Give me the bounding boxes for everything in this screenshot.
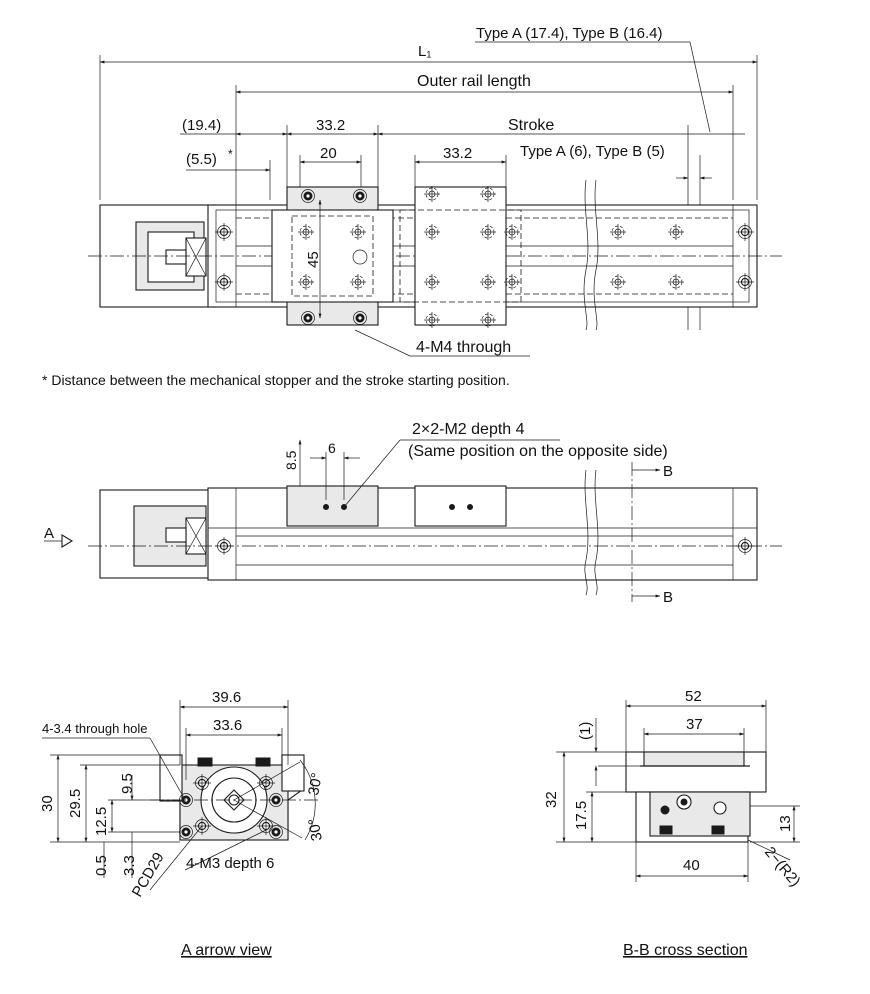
bb-section-view: 52 37 (1) 32 17.5 13 40 2−(R2) B-B cross… xyxy=(543,688,804,959)
d5-5-asterisk: * xyxy=(228,147,233,161)
d52-label: 52 xyxy=(685,688,702,705)
d17-5-label: 17.5 xyxy=(573,801,590,830)
top-view: L₁ Type A (17.4), Type B (16.4) Outer ra… xyxy=(42,25,782,388)
l1-label: L₁ xyxy=(418,43,431,60)
type-ab-top-label: Type A (17.4), Type B (16.4) xyxy=(476,25,663,42)
d5-5-label: (5.5) xyxy=(186,151,217,168)
m3-leader xyxy=(184,829,267,871)
r2-label: 2−(R2) xyxy=(761,844,804,890)
m4-leader xyxy=(354,329,411,357)
d12-5-label: 12.5 xyxy=(93,807,110,836)
angle-top-label: 30° xyxy=(305,771,326,796)
d19-4-label: (19.4) xyxy=(182,117,221,134)
d1-label: (1) xyxy=(577,722,594,740)
section-b-bottom-label: B xyxy=(663,589,673,606)
motor-shaft xyxy=(165,249,187,265)
a-view-left-foot xyxy=(159,754,183,802)
d13-label: 13 xyxy=(777,815,794,832)
r2-leader xyxy=(747,839,791,861)
m2-note-label: (Same position on the opposite side) xyxy=(408,443,668,460)
d45-label: 45 xyxy=(305,251,322,268)
section-b-top-label: B xyxy=(663,463,673,480)
m4-through-label: 4-M4 through xyxy=(416,339,511,356)
d39-6-label: 39.6 xyxy=(212,689,241,706)
a-view-caption: A arrow view xyxy=(181,942,272,959)
d20-label: 20 xyxy=(320,145,337,162)
footnote: * Distance between the mechanical stoppe… xyxy=(42,372,510,388)
m2-leader xyxy=(343,439,401,508)
break-line-side-1 xyxy=(584,469,589,596)
d8-5-label: 8.5 xyxy=(283,450,299,470)
d30-label: 30 xyxy=(39,795,56,812)
d9-5-label: 9.5 xyxy=(119,773,136,794)
d33-6-label: 33.6 xyxy=(213,717,242,734)
angle-bottom-label: 30° xyxy=(305,817,326,842)
d3-3-label: 3.3 xyxy=(121,855,138,876)
arrow-a-label: A xyxy=(44,525,54,542)
d40-label: 40 xyxy=(683,857,700,874)
rail-length-label: Outer rail length xyxy=(417,73,531,90)
m3-depth-label: 4-M3 depth 6 xyxy=(186,855,274,872)
m2-depth-label: 2×2-M2 depth 4 xyxy=(412,421,525,438)
break-line-side-2 xyxy=(594,469,599,596)
type-ab-stopper-label: Type A (6), Type B (5) xyxy=(520,143,665,160)
stroke-label: Stroke xyxy=(508,117,554,134)
side-slider-1 xyxy=(286,485,379,527)
d33-2-a-label: 33.2 xyxy=(316,117,345,134)
d33-2-b-label: 33.2 xyxy=(443,145,472,162)
d29-5-label: 29.5 xyxy=(67,789,84,818)
side-slider-2 xyxy=(414,485,507,527)
bb-section-caption: B-B cross section xyxy=(623,942,747,959)
hole-note-label: 4-3.4 through hole xyxy=(42,721,148,736)
slider-2-body xyxy=(399,209,522,303)
d0-5-label: 0.5 xyxy=(93,855,110,876)
break-line-top-1 xyxy=(583,179,589,331)
side-view: 8.5 6 2×2-M2 depth 4 (Same position on t… xyxy=(44,421,782,606)
d32-label: 32 xyxy=(543,791,560,808)
break-line-top-2 xyxy=(593,179,599,331)
d6-label: 6 xyxy=(328,440,336,456)
slider-2 xyxy=(414,186,507,326)
arrow-a-marker xyxy=(61,534,74,548)
type-ab-top-leader xyxy=(689,41,711,133)
angle-arc xyxy=(299,759,316,841)
d37-label: 37 xyxy=(686,716,703,733)
pcd-leader xyxy=(149,825,203,891)
slider-1-body xyxy=(271,209,394,303)
a-arrow-view: 39.6 33.6 4-3.4 through hole 30 29.5 9.5… xyxy=(39,689,326,959)
